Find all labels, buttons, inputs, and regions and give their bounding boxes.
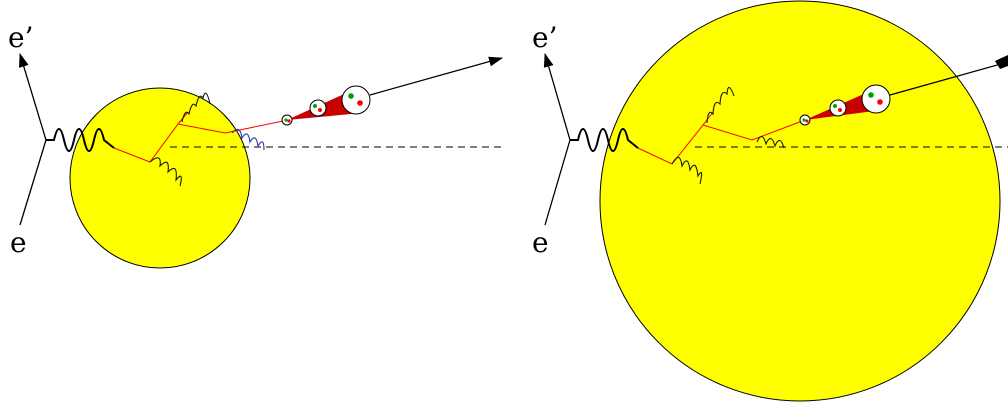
color-dot (318, 108, 322, 112)
incoming-electron-label: e (532, 226, 549, 259)
color-dot (348, 93, 354, 99)
outgoing-electron-label: e’ (8, 21, 33, 54)
outgoing-electron-label: e’ (532, 21, 557, 54)
outgoing-electron-line (545, 54, 570, 140)
color-dot (838, 108, 842, 112)
incoming-electron-line (20, 140, 46, 225)
jet-arrow (370, 58, 502, 95)
jet-arrow-head (995, 55, 1008, 69)
hadron-medium (310, 100, 326, 116)
panel-left: e’ e (8, 21, 505, 268)
panel-right: e’ e (532, 1, 1008, 401)
nucleus-large (600, 1, 1000, 401)
color-dot (287, 119, 290, 122)
hadron-medium (830, 100, 846, 116)
color-dot (877, 99, 883, 105)
hadron-large (342, 86, 370, 114)
hadron-large (862, 85, 890, 113)
color-dot (868, 92, 874, 98)
color-dot (357, 100, 363, 106)
color-dot (805, 119, 808, 122)
incoming-electron-line (545, 140, 570, 225)
color-dot (802, 118, 805, 121)
nucleus-small (70, 88, 250, 268)
incoming-electron-label: e (10, 226, 27, 259)
color-dot (284, 118, 287, 121)
color-dot (313, 104, 317, 108)
outgoing-electron-line (20, 54, 46, 140)
color-dot (833, 104, 837, 108)
